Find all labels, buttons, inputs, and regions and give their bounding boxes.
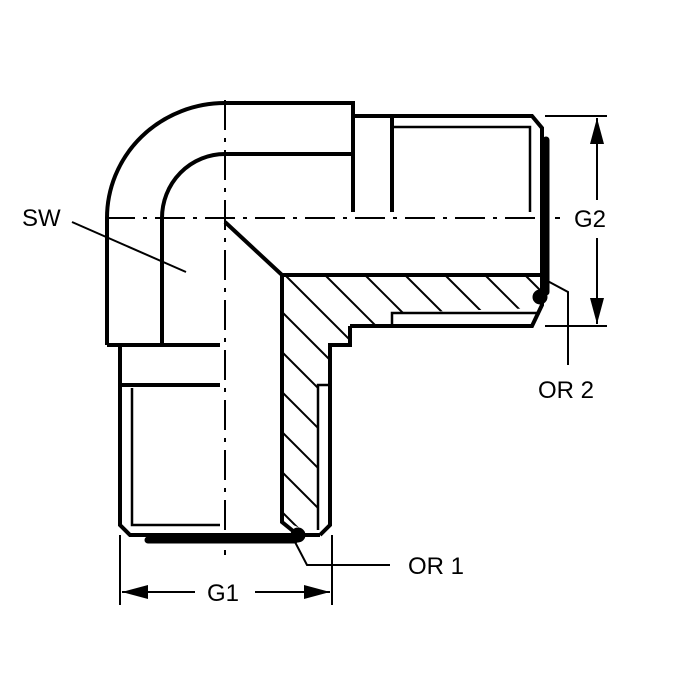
dimension-g1 [119,535,333,605]
or2-label: OR 2 [538,377,594,404]
fitting-body [105,101,544,537]
or1-leader [294,541,390,566]
o-ring-seals [144,136,550,544]
leader-lines [71,221,569,566]
dimension-g2 [545,115,607,327]
centerlines [105,100,560,555]
g1-label: G1 [207,580,239,607]
g2-label: G2 [574,206,606,233]
sw-label: SW [22,205,61,232]
or2-o-ring [532,289,548,305]
or1-label: OR 1 [408,553,464,580]
sw-leader [71,221,187,273]
or1-o-ring [290,527,306,543]
or2-leader [541,277,569,365]
